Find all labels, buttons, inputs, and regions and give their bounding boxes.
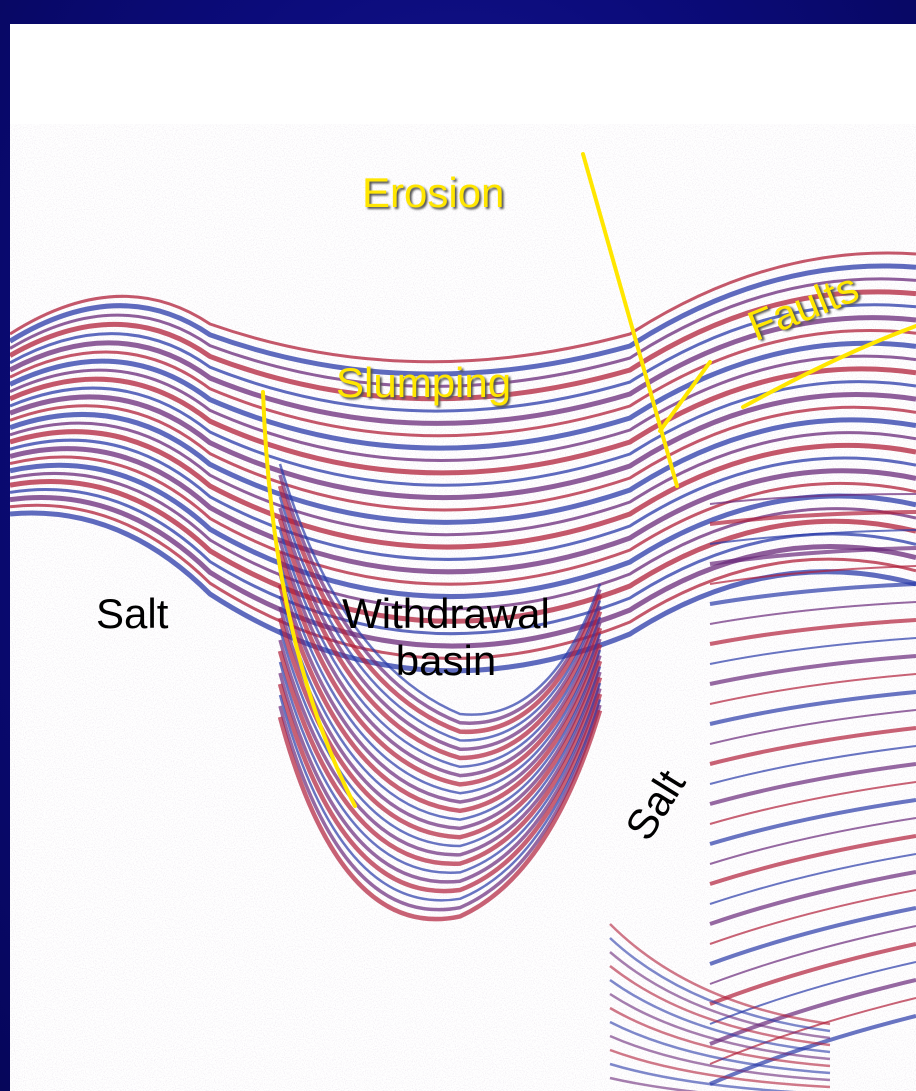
label-salt-left: Salt xyxy=(96,590,168,637)
label-erosion: Erosion xyxy=(362,172,504,214)
label-withdrawal-basin: Withdrawal basin xyxy=(314,590,578,684)
label-withdrawal-line1: Withdrawal xyxy=(314,590,578,637)
label-withdrawal-line2: basin xyxy=(314,637,578,684)
label-slumping: Slumping xyxy=(336,362,511,404)
